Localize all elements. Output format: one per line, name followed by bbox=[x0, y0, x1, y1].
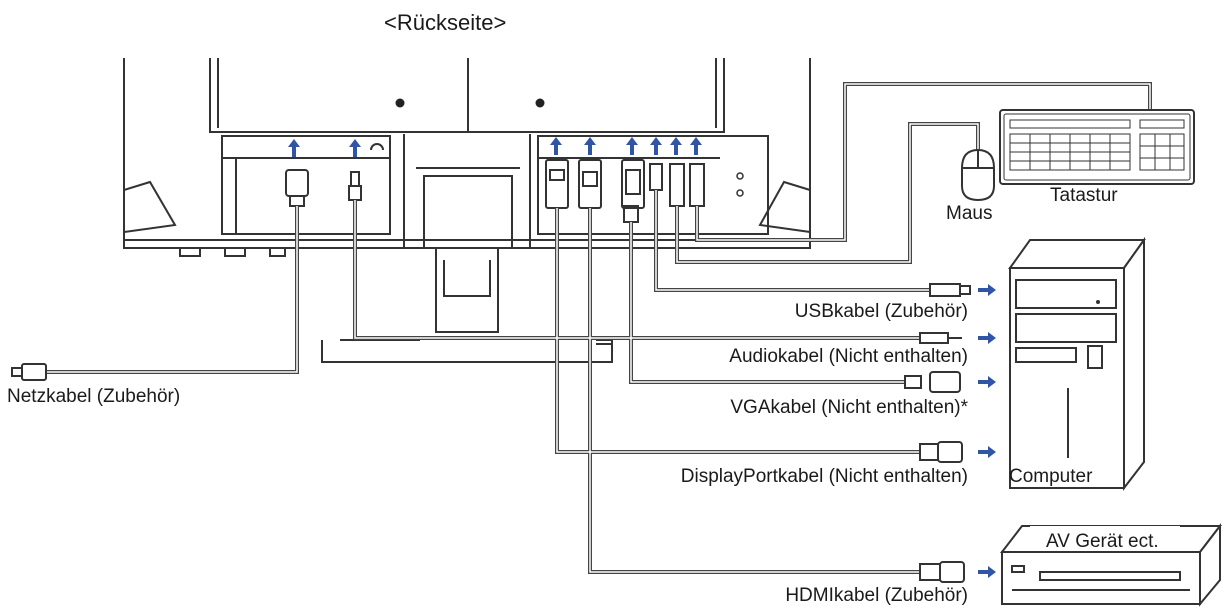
keyboard-keys bbox=[1009, 119, 1185, 171]
monitor-connectors bbox=[285, 159, 705, 223]
computer-icon bbox=[1008, 236, 1146, 491]
power-cable-label: Netzkabel (Zubehör) bbox=[7, 386, 181, 407]
monitor-rear bbox=[123, 58, 811, 363]
av-device-icon bbox=[999, 523, 1223, 607]
hdmi-cable-label: HDMIkabel (Zubehör) bbox=[785, 585, 968, 606]
audio-cable-label: Audiokabel (Nicht enthalten) bbox=[729, 346, 968, 367]
diagram-title: <Rückseite> bbox=[384, 10, 507, 35]
av-device-label: AV Gerät ect. bbox=[1046, 531, 1159, 552]
power-cable bbox=[46, 206, 299, 374]
mount-hole bbox=[535, 98, 545, 108]
displayport-cable-label: DisplayPortkabel (Nicht enthalten) bbox=[680, 466, 968, 487]
keyboard-icon bbox=[999, 109, 1195, 185]
mouse-icon bbox=[961, 148, 995, 202]
vga-cable-label: VGAkabel (Nicht enthalten)* bbox=[730, 397, 968, 418]
cable-end-plugs bbox=[11, 283, 971, 583]
computer-label: Computer bbox=[1009, 466, 1093, 487]
usb-cable-label: USBkabel (Zubehör) bbox=[794, 301, 968, 322]
keyboard-label: Tatastur bbox=[1050, 185, 1118, 206]
mouse-label: Maus bbox=[946, 203, 993, 224]
mount-hole bbox=[395, 98, 405, 108]
